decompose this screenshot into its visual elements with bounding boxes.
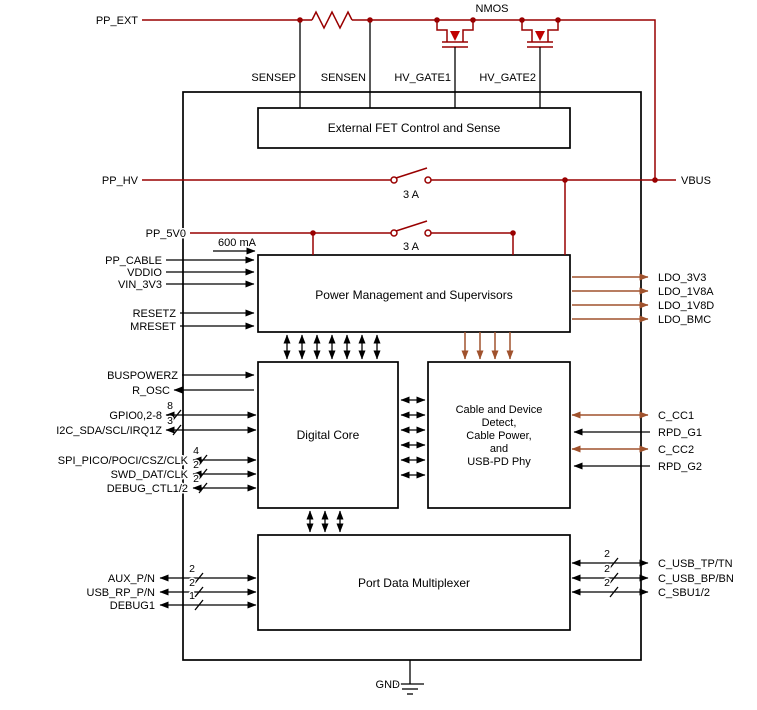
- pin-label-vddio: VDDIO: [127, 267, 162, 279]
- pin-label-rpd-g1: RPD_G1: [658, 427, 702, 439]
- pin-label-ldo-bmc: LDO_BMC: [658, 314, 711, 326]
- bus-width-c-usb-bp: 2: [604, 563, 610, 575]
- junction-dots: [297, 17, 658, 236]
- switch-rating-pp-5v0: 3 A: [403, 241, 420, 253]
- power-feed-arrows-cable-block: [461, 332, 514, 360]
- pin-label-rpd-g2: RPD_G2: [658, 461, 702, 473]
- pin-label-c-usb-bp: C_USB_BP/BN: [658, 573, 734, 585]
- block-digital-core: [257, 361, 399, 509]
- bus-width-swd: 2: [193, 459, 199, 471]
- bus-width-usb-rp: 2: [189, 577, 195, 589]
- pin-label-vbus: VBUS: [681, 175, 711, 187]
- pin-label-vin-3v3: VIN_3V3: [118, 279, 162, 291]
- pin-label-mreset: MRESET: [130, 321, 176, 333]
- bus-width-slashes: [172, 409, 619, 611]
- pin-label-hv-gate1: HV_GATE1: [394, 72, 451, 84]
- ground-icon: [396, 660, 424, 695]
- bus-arrows-digital-mux: [306, 510, 344, 533]
- pin-label-r-osc: R_OSC: [132, 385, 170, 397]
- pin-label-sensep: SENSEP: [251, 72, 296, 84]
- wire-pp-5v0: [190, 220, 514, 255]
- wire-pp-hv: [142, 167, 676, 255]
- pin-label-usb-rp: USB_RP_P/N: [87, 587, 156, 599]
- bus-width-aux: 2: [189, 563, 195, 575]
- wire-pp-ext-rail: [142, 10, 656, 180]
- gnd-label: GND: [376, 679, 401, 691]
- block-port-data-multiplexer: [257, 534, 571, 631]
- bus-arrows-power-digital: [283, 334, 381, 360]
- nmos-fet-2-icon: [521, 20, 559, 108]
- pin-label-c-cc2: C_CC2: [658, 444, 694, 456]
- pin-label-debug1: DEBUG1: [110, 600, 155, 612]
- block-label-port-mux: Port Data Multiplexer: [358, 576, 470, 590]
- bus-width-spi: 4: [193, 445, 199, 457]
- pin-label-pp-5v0: PP_5V0: [146, 228, 186, 240]
- load-switch-pp-5v0-icon: [390, 220, 432, 237]
- block-label-cable-detect-line3: Cable Power,: [466, 430, 531, 442]
- bus-width-c-sbu: 2: [604, 577, 610, 589]
- pin-label-pp-hv: PP_HV: [102, 175, 139, 187]
- pin-label-gpio: GPIO0,2-8: [109, 410, 162, 422]
- pin-label-ldo-1v8a: LDO_1V8A: [658, 286, 714, 298]
- block-cable-device-detect: [427, 361, 571, 509]
- bus-width-i2c: 3: [167, 415, 173, 427]
- switch-rating-pp-hv: 3 A: [403, 189, 420, 201]
- bus-width-gpio: 8: [167, 400, 173, 412]
- block-label-cable-detect-line1: Cable and Device: [456, 404, 543, 416]
- pin-label-buspowerz: BUSPOWERZ: [107, 370, 178, 382]
- pin-label-debug-ctl: DEBUG_CTL1/2: [107, 483, 188, 495]
- bus-arrows-digital-cable: [400, 396, 426, 479]
- bus-width-debug1: 1: [189, 590, 195, 602]
- pin-label-hv-gate2: HV_GATE2: [479, 72, 536, 84]
- load-switch-pp-hv-icon: [390, 167, 432, 184]
- pin-label-swd: SWD_DAT/CLK: [111, 469, 189, 481]
- ldo-output-arrows: [572, 273, 649, 323]
- pin-label-aux: AUX_P/N: [108, 573, 155, 585]
- sense-resistor-icon: [311, 10, 353, 30]
- pin-label-sensen: SENSEN: [321, 72, 366, 84]
- chip-boundary: [182, 91, 642, 661]
- pin-label-c-usb-tp: C_USB_TP/TN: [658, 558, 733, 570]
- pin-label-pp-ext: PP_EXT: [96, 15, 138, 27]
- block-label-digital-core: Digital Core: [297, 428, 360, 442]
- pin-label-i2c: I2C_SDA/SCL/IRQ1Z: [56, 425, 162, 437]
- pin-label-ldo-3v3: LDO_3V3: [658, 272, 706, 284]
- pin-label-pp-cable: PP_CABLE: [105, 255, 162, 267]
- nmos-label: NMOS: [476, 3, 509, 15]
- current-label-600ma: 600 mA: [218, 237, 257, 249]
- pin-label-c-cc1: C_CC1: [658, 410, 694, 422]
- bus-width-debug-ctl: 2: [193, 473, 199, 485]
- pin-label-resetz: RESETZ: [133, 308, 177, 320]
- block-external-fet-control: [257, 107, 571, 149]
- bus-width-c-usb-tp: 2: [604, 548, 610, 560]
- block-label-cable-detect-line4: and: [490, 443, 508, 455]
- block-label-cable-detect-line5: USB-PD Phy: [467, 456, 531, 468]
- block-label-fet-control: External FET Control and Sense: [328, 121, 501, 135]
- pin-label-c-sbu: C_SBU1/2: [658, 587, 710, 599]
- block-label-cable-detect-line2: Detect,: [482, 417, 517, 429]
- pin-label-spi: SPI_PICO/POCI/CSZ/CLK: [58, 455, 189, 467]
- block-label-power-management: Power Management and Supervisors: [315, 288, 512, 302]
- pin-label-ldo-1v8d: LDO_1V8D: [658, 300, 714, 312]
- block-power-management: [257, 254, 571, 333]
- nmos-fet-1-icon: [436, 20, 474, 108]
